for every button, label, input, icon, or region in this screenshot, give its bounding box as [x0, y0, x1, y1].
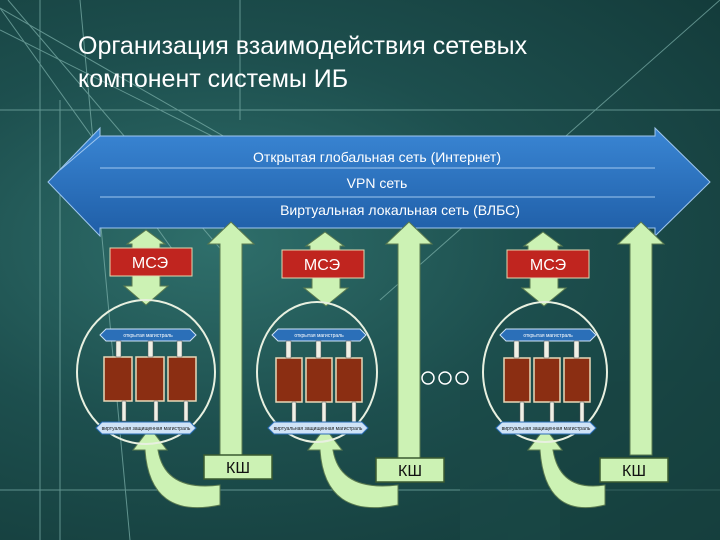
network-band — [47, 126, 711, 238]
gateway-label-1: КШ — [226, 460, 250, 477]
gateway-label-3: КШ — [622, 463, 646, 480]
global-network-label: Открытая глобальная сеть (Интернет) — [253, 149, 501, 165]
firewall-connectors — [122, 229, 568, 307]
host-2 — [135, 356, 165, 402]
segment-boundary — [256, 301, 378, 443]
host-2 — [533, 357, 561, 403]
vlan-network-label: Виртуальная локальная сеть (ВЛБС) — [280, 202, 520, 218]
open-bus-bar — [499, 328, 597, 342]
segment-3: открытая магистраль виртуальная защищенн… — [482, 301, 608, 443]
firewall-box-2 — [281, 249, 365, 279]
open-bus-bar — [271, 328, 367, 342]
curved-arrow-1 — [131, 427, 221, 509]
virtual-bus-label: виртуальная защищенная магистраль — [502, 426, 591, 432]
virtual-bus-bar — [267, 421, 369, 435]
virtual-bus-label: виртуальная защищенная магистраль — [102, 426, 191, 432]
host-1 — [503, 357, 531, 403]
host-3 — [335, 357, 363, 403]
segment-1: открытая магистраль виртуальная защищенн… — [76, 299, 216, 445]
title-line-2: компонент системы ИБ — [78, 65, 349, 93]
gateways: КШ КШ КШ — [203, 454, 669, 483]
virtual-bus-bar — [95, 421, 197, 435]
gateway-box-1 — [203, 454, 273, 480]
virtual-bus-bar — [495, 421, 597, 435]
host-1 — [275, 357, 303, 403]
host-2 — [305, 357, 333, 403]
segment-boundary — [76, 299, 216, 445]
virtual-bus-label: виртуальная защищенная магистраль — [274, 426, 363, 432]
title-line-1: Организация взаимодействия сетевых — [78, 32, 528, 60]
curved-arrows — [131, 427, 606, 509]
firewall-label-1: МСЭ — [132, 255, 168, 272]
host-1 — [103, 356, 133, 402]
up-arrow-3 — [616, 221, 666, 456]
firewall-label-2: МСЭ — [304, 257, 340, 274]
open-bus-label: открытая магистраль — [294, 333, 344, 339]
host-3 — [563, 357, 591, 403]
open-bus-label: открытая магистраль — [123, 333, 173, 339]
firewalls: МСЭ МСЭ МСЭ — [109, 247, 590, 279]
host-3 — [167, 356, 197, 402]
firewall-box-1 — [109, 247, 193, 277]
background-steps — [460, 360, 720, 540]
page-title: Организация взаимодействия сетевых компо… — [78, 30, 678, 96]
up-arrow-1 — [206, 221, 256, 461]
gateway-label-2: КШ — [398, 463, 422, 480]
vpn-network-label: VPN сеть — [347, 175, 408, 191]
band-outline-top — [59, 135, 101, 171]
up-arrow-2 — [384, 221, 434, 461]
ellipsis-circles — [421, 371, 469, 385]
curved-arrow-2 — [306, 427, 399, 509]
gateway-box-2 — [375, 457, 445, 483]
firewall-label-3: МСЭ — [530, 257, 566, 274]
segment-boundary — [482, 301, 608, 443]
open-bus-bar — [99, 328, 197, 342]
open-bus-label: открытая магистраль — [523, 333, 573, 339]
gateway-box-3 — [599, 457, 669, 483]
curved-arrow-3 — [526, 427, 606, 509]
firewall-box-3 — [506, 249, 590, 279]
vertical-arrows — [206, 221, 666, 461]
segment-2: открытая магистраль виртуальная защищенн… — [256, 301, 378, 443]
